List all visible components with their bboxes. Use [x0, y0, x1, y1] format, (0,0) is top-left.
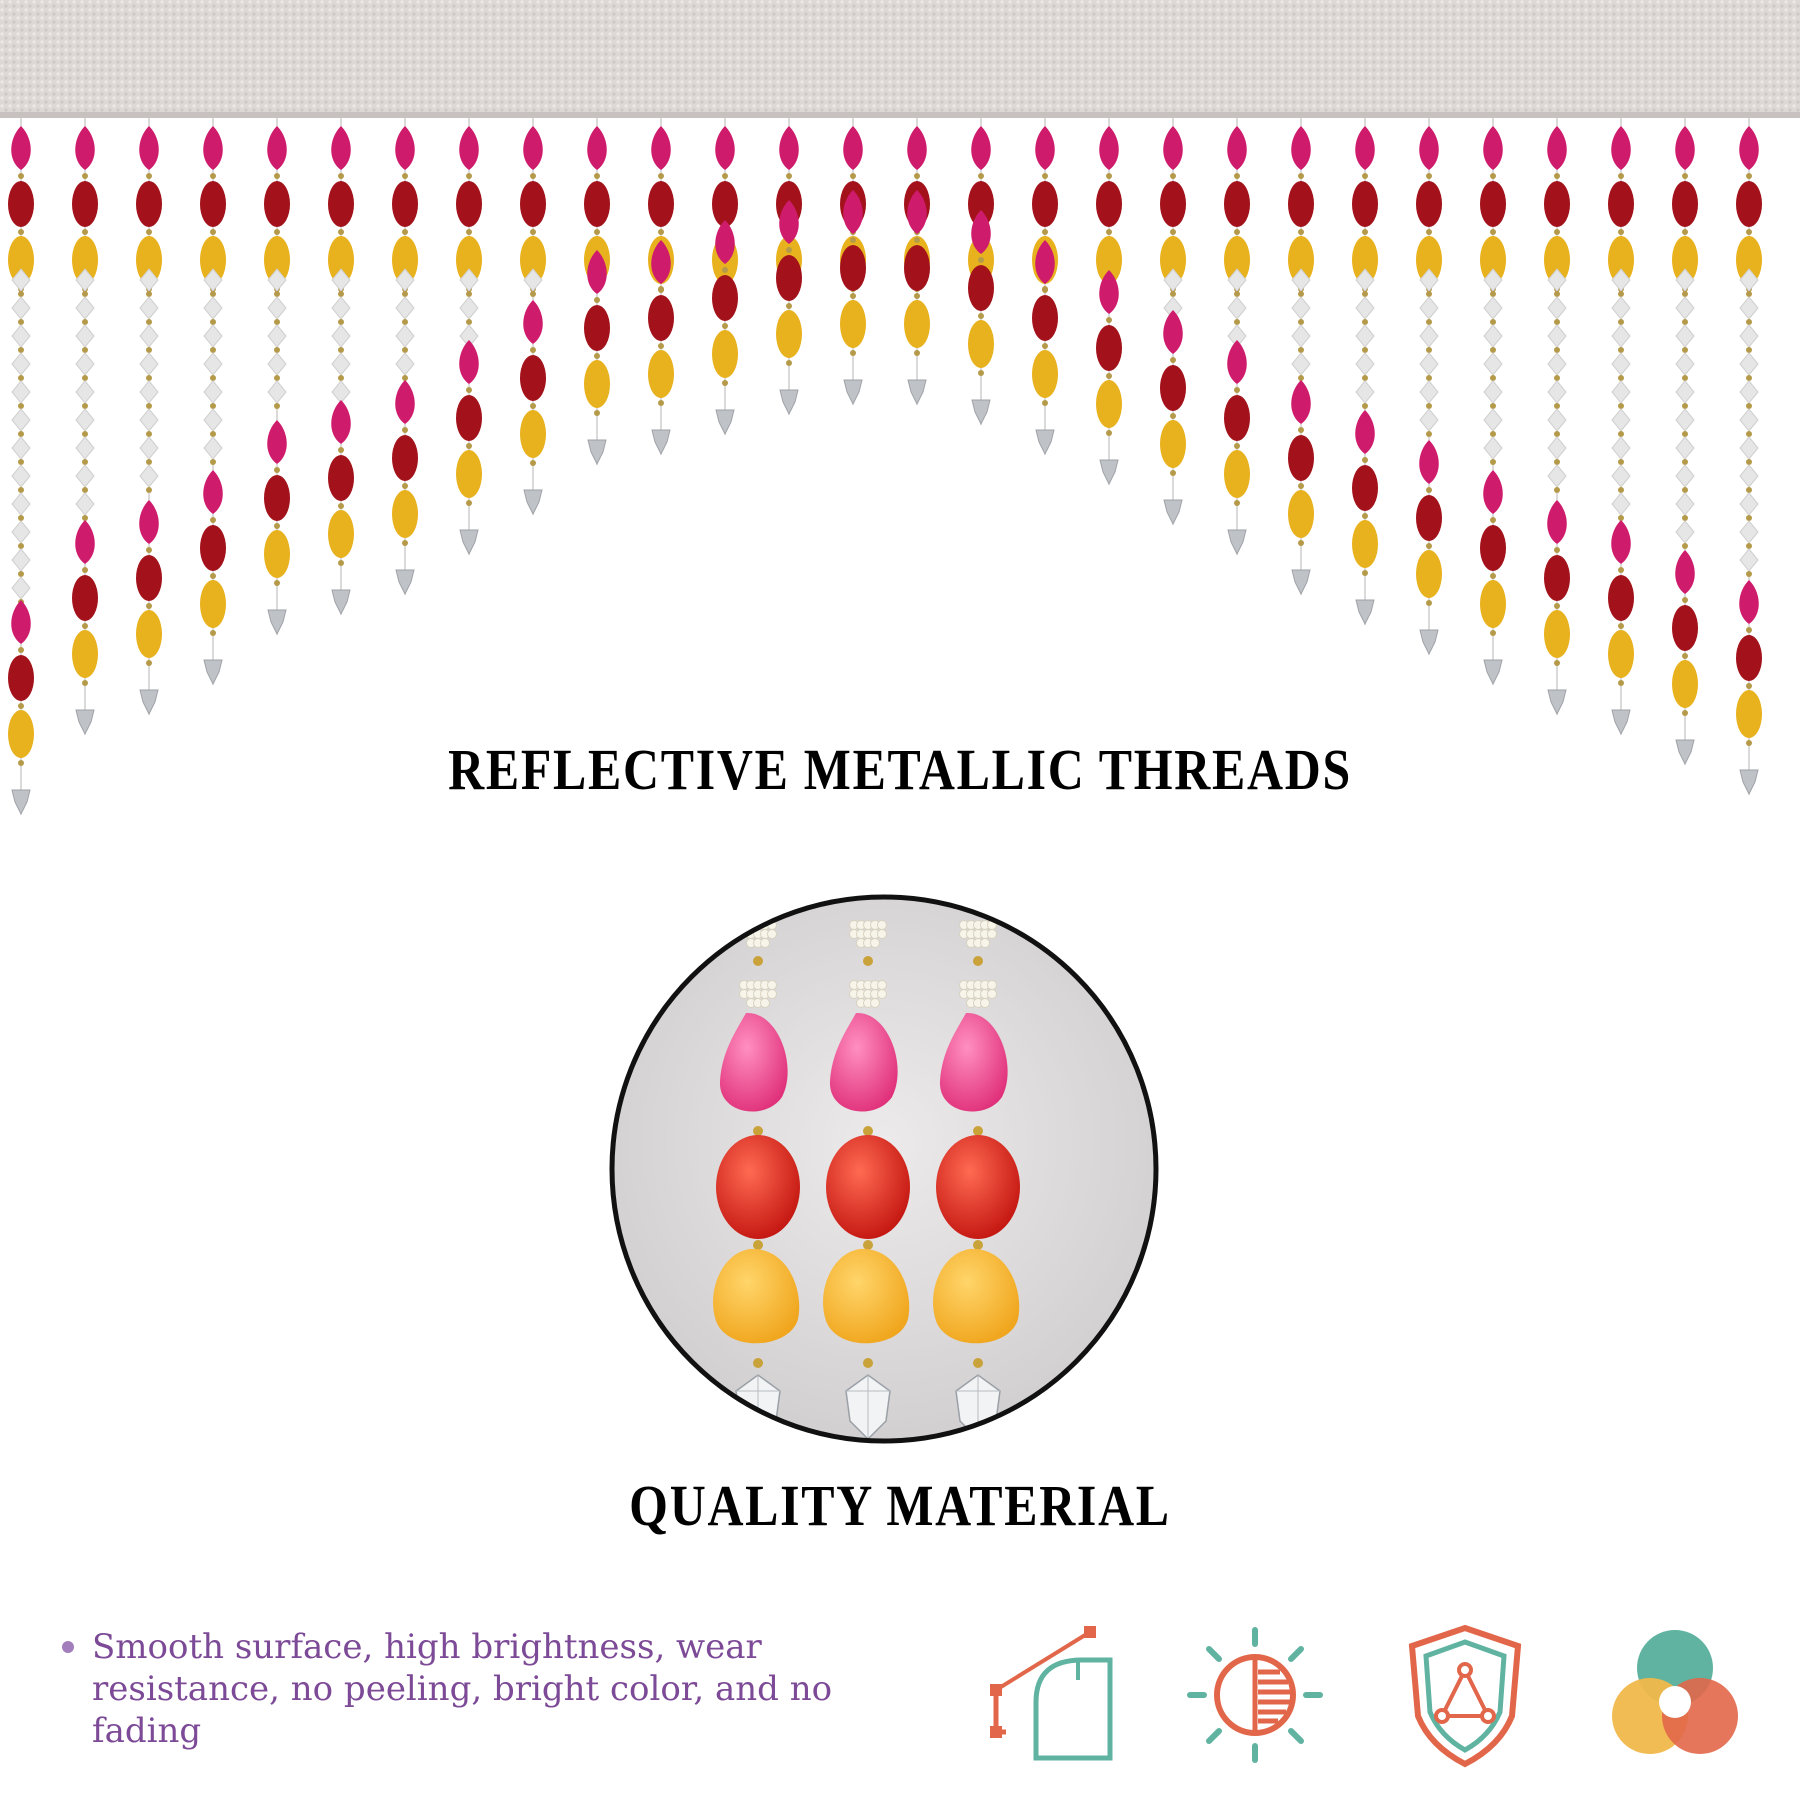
bead-strand	[264, 118, 290, 636]
color-circles-icon	[1612, 1630, 1738, 1754]
bead-strand	[392, 118, 418, 596]
bead-strand	[584, 118, 610, 466]
bead-strand	[136, 118, 162, 716]
bead-strand	[1416, 118, 1442, 656]
bead-strand	[648, 118, 674, 456]
fabric-band	[0, 0, 1800, 118]
bead-strand	[328, 118, 354, 616]
closeup-circle-photo	[609, 894, 1159, 1444]
bead-strand	[1224, 118, 1250, 556]
bead-strand	[776, 118, 802, 416]
bead-strand	[520, 118, 546, 516]
bead-strand	[456, 118, 482, 556]
bead-strand	[840, 118, 866, 406]
bead-strand	[1288, 118, 1314, 596]
bead-strand	[1480, 118, 1506, 686]
bead-strand	[1608, 118, 1634, 736]
shield-triangle-icon	[1408, 1624, 1522, 1768]
bead-strand	[200, 118, 226, 686]
corner-shape-icon	[990, 1626, 1113, 1761]
heading-quality-material: QUALITY MATERIAL	[629, 1473, 1171, 1538]
bead-strand	[1096, 118, 1122, 486]
bead-strand	[72, 118, 98, 736]
bead-strand	[1736, 118, 1762, 796]
bead-strand	[1544, 118, 1570, 716]
bead-strand	[8, 118, 34, 816]
feature-bullet-text: Smooth surface, high brightness, wear re…	[92, 1627, 833, 1751]
bead-strand	[1672, 118, 1698, 766]
bead-strand	[968, 118, 994, 426]
bead-strand	[712, 118, 738, 436]
closeup-strand	[823, 920, 910, 1441]
heading-reflective-metallic-threads: REFLECTIVE METALLIC THREADS	[448, 737, 1352, 802]
bullet-dot	[62, 1641, 74, 1653]
bead-strand	[904, 118, 930, 406]
feature-icons-row	[970, 1620, 1760, 1770]
sun-dial-icon	[1187, 1627, 1323, 1763]
feature-bullet: Smooth surface, high brightness, wear re…	[62, 1626, 882, 1752]
bead-strand	[1352, 118, 1378, 626]
bead-strand	[1032, 118, 1058, 456]
bead-strand	[1160, 118, 1186, 526]
bead-curtain-illustration	[0, 0, 1800, 816]
